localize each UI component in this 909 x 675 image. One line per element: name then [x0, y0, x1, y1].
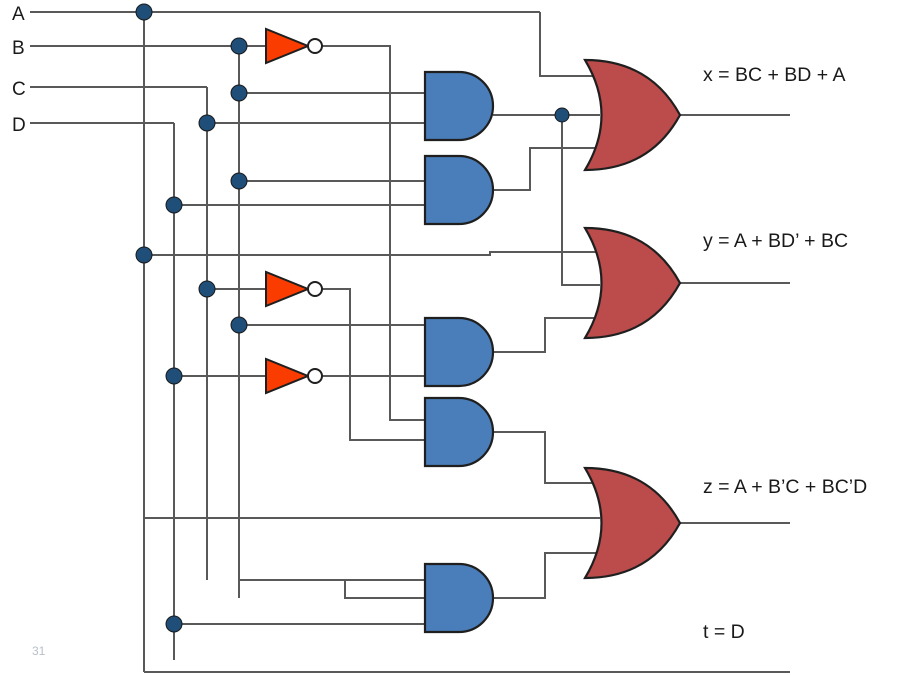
junction-d-inv-c [165, 367, 183, 385]
wire-and3-out [493, 317, 600, 353]
wire-a-to-or-y [144, 251, 600, 256]
not-bubble-icon [307, 281, 323, 297]
wire-layer [30, 11, 790, 673]
junction-b-and1 [230, 84, 248, 102]
wire-notb-out [322, 45, 425, 421]
junction-c-inv-d [198, 280, 216, 298]
junction-d-bottom [165, 615, 183, 633]
and-gate-4[interactable] [423, 396, 495, 468]
wire-and4-out [493, 431, 600, 484]
and-gate-5[interactable] [423, 562, 495, 634]
output-label-x: x = BC + BD + A [703, 64, 846, 86]
or-gate-layer [583, 58, 682, 580]
wire-and5-out [493, 552, 600, 599]
junction-a-y [135, 246, 153, 264]
wire-c-and5-route [344, 580, 425, 599]
not-bubble-icon [307, 38, 323, 54]
input-label-d: D [12, 115, 26, 136]
not-gate-b-1[interactable] [265, 27, 323, 65]
junction-b-inv [230, 37, 248, 55]
junction-b-and2 [230, 172, 248, 190]
input-label-c: C [12, 79, 26, 100]
and-gate-layer [423, 70, 495, 634]
slide-number: 31 [32, 644, 46, 658]
junction-c-bus [198, 114, 216, 132]
or-gate-x[interactable] [583, 58, 682, 172]
wire-x-branch-to-y [561, 115, 600, 286]
output-label-layer: x = BC + BD + A y = A + BD’ + BC z = A +… [703, 64, 867, 643]
input-label-layer: A B C D [12, 4, 26, 136]
wire-notd-out [322, 288, 425, 441]
not-gate-layer [265, 27, 323, 395]
output-label-y: y = A + BD’ + BC [703, 230, 848, 252]
junction-x-out [554, 107, 570, 123]
not-gate-d[interactable] [265, 270, 323, 308]
not-gate-c[interactable] [265, 357, 323, 395]
or-gate-y[interactable] [583, 226, 682, 340]
and-gate-3[interactable] [423, 316, 495, 388]
input-label-a: A [12, 4, 25, 25]
junction-a-top [135, 3, 153, 21]
or-gate-z[interactable] [583, 466, 682, 580]
and-gate-1[interactable] [423, 70, 495, 142]
wire-and2-out [493, 147, 600, 191]
junction-b-and3 [230, 316, 248, 334]
output-label-t: t = D [703, 621, 745, 643]
not-bubble-icon [307, 368, 323, 384]
junction-d-and2 [165, 196, 183, 214]
input-label-b: B [12, 38, 25, 59]
junction-layer [135, 3, 570, 633]
output-label-z: z = A + B’C + BC’D [703, 476, 867, 498]
and-gate-2[interactable] [423, 154, 495, 226]
wire-a-to-or-x [539, 12, 600, 77]
